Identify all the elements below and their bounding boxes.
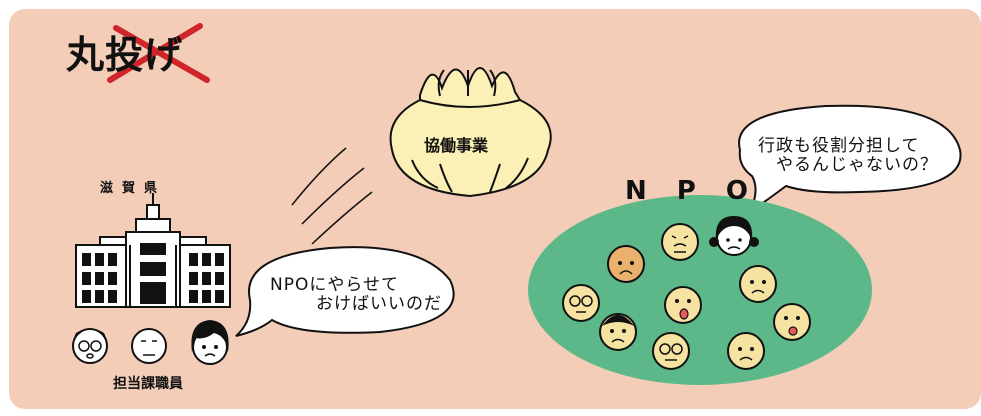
throw-motion-lines (291, 147, 373, 245)
npo-face-4 (739, 265, 777, 303)
staff-label: 担当課職員 (113, 376, 183, 392)
staff-face-2 (131, 328, 167, 364)
npo-face-10 (773, 303, 811, 341)
government-speech-line-2: おけばいいのだ (316, 294, 442, 314)
npo-face-8 (652, 332, 690, 370)
page-title: 丸投げ (66, 33, 184, 77)
npo-face-6 (599, 313, 637, 351)
npo-face-2 (661, 223, 699, 261)
government-speech-text: NPOにやらせて おけばいいのだ (270, 276, 442, 314)
npo-label: NPO (625, 176, 778, 206)
npo-face-5 (562, 284, 600, 322)
speech-bubble-npo (738, 104, 962, 215)
government-building-icon (75, 193, 231, 308)
speech-bubble-government (235, 246, 455, 337)
npo-speech-text: 行政も役割分担して やるんじゃないの？ (758, 137, 938, 175)
project-bag-icon (389, 67, 552, 198)
government-name: 滋賀県 (100, 181, 167, 196)
staff-face-1 (72, 328, 108, 364)
npo-face-3 (709, 216, 759, 256)
title-cross-mark (107, 23, 210, 83)
npo-speech-line-2: やるんじゃないの？ (776, 155, 938, 175)
staff-face-3 (191, 320, 229, 365)
npo-face-9 (727, 332, 765, 370)
npo-face-7 (664, 286, 702, 324)
npo-speech-line-1: 行政も役割分担して (758, 136, 920, 156)
government-speech-line-1: NPOにやらせて (270, 275, 400, 295)
project-label: 協働事業 (424, 136, 489, 155)
npo-face-1 (607, 245, 645, 283)
